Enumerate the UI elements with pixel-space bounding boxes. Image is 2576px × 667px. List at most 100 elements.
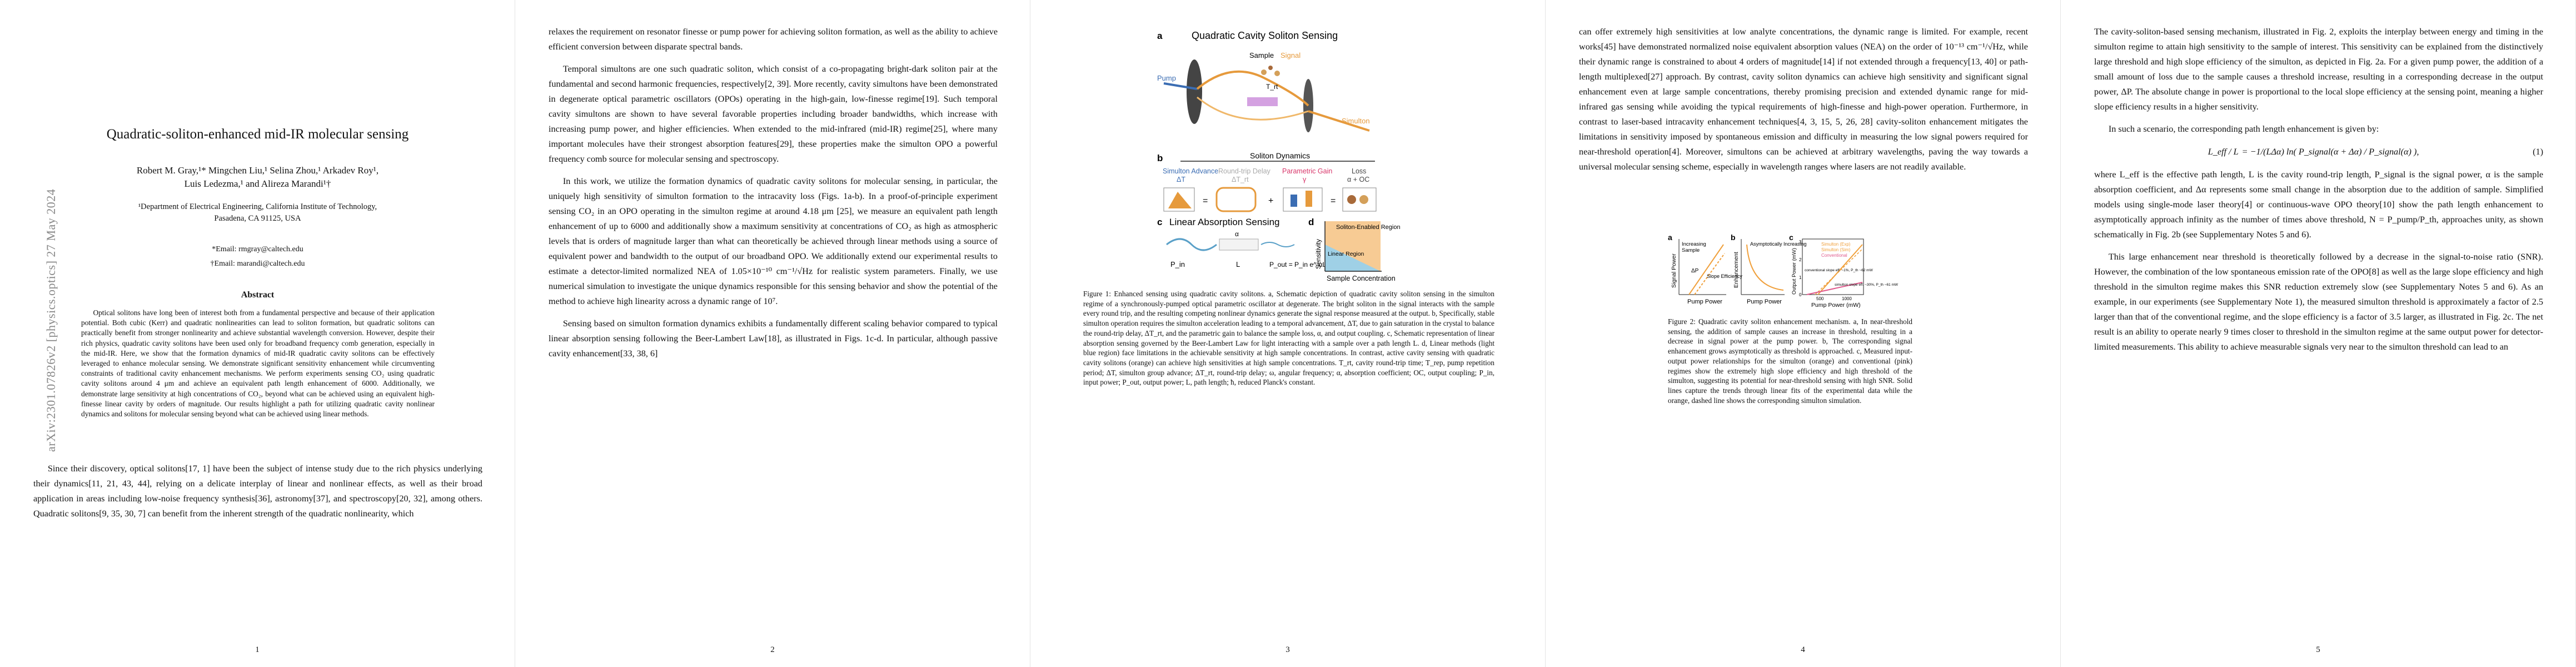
body-paragraph: relaxes the requirement on resonator fin… <box>549 27 998 52</box>
emails: *Email: rmgray@caltech.edu †Email: maran… <box>33 242 482 271</box>
input-wave <box>1166 238 1217 251</box>
molecule-icon <box>1261 69 1267 75</box>
gain-label: Parametric Gain <box>1282 167 1332 175</box>
figure-2: a Increasing Sample ΔP Slope Efficiency … <box>1668 233 1899 308</box>
figure-1c-title: Linear Absorption Sensing <box>1169 217 1279 227</box>
figure-1-caption: Figure 1: Enhanced sensing using quadrat… <box>1083 289 1494 387</box>
alpha-label: α <box>1235 230 1239 238</box>
y-tick: 1 <box>1799 275 1802 280</box>
sample-label: Sample <box>1249 51 1274 59</box>
y-tick: 0 <box>1799 292 1802 297</box>
body-paragraph: where L_eff is the effective path length… <box>2094 170 2543 240</box>
annotation-conventional: conventional slope eff. ~1%, P_th ~62 mW <box>1805 268 1874 272</box>
caption-text: Figure 2: Quadratic cavity soliton enhan… <box>1668 317 1912 405</box>
advance-symbol: ΔT <box>1177 176 1185 183</box>
molecule-icon <box>1347 195 1356 204</box>
page-number: 4 <box>1801 645 1805 654</box>
enhancement-curve <box>1746 244 1784 291</box>
sample-label: Sample <box>1682 247 1700 253</box>
panel-label-b: b <box>1731 233 1736 242</box>
sensitivity-axis-label: Sensitivity <box>1314 239 1322 269</box>
delta-p-label: ΔP <box>1691 268 1699 274</box>
output-wave <box>1260 242 1295 247</box>
linear-region-label: Linear Region <box>1328 251 1364 257</box>
plot-frame-c <box>1802 238 1864 295</box>
advance-pulse <box>1168 192 1192 208</box>
increasing-label: Increasing <box>1682 241 1706 247</box>
signal-label: Signal <box>1280 51 1301 59</box>
equals-sign: = <box>1331 196 1336 206</box>
molecule-icon <box>1268 66 1273 70</box>
panel-label-a: a <box>1668 233 1672 242</box>
output-beam <box>1308 110 1370 132</box>
body-paragraph: The cavity-soliton-based sensing mechani… <box>2094 27 2543 112</box>
soliton-dynamics-label: Soliton Dynamics <box>1250 151 1310 160</box>
conventional-line <box>1806 282 1863 295</box>
abstract-heading: Abstract <box>241 290 275 300</box>
y-tick: 3 <box>1799 240 1802 245</box>
affiliation: ¹Department of Electrical Engineering, C… <box>33 201 482 225</box>
roundtrip-loop <box>1215 187 1257 212</box>
loss-symbol: α + OC <box>1347 176 1369 183</box>
y-axis-label-b: Enhancement <box>1733 252 1740 288</box>
length-label: L <box>1236 260 1240 268</box>
caption-text: Figure 1: Enhanced sensing using quadrat… <box>1083 290 1494 387</box>
page-1: arXiv:2301.07826v2 [physics.optics] 27 M… <box>0 0 515 667</box>
equation-lhs: L_eff / L <box>2208 147 2239 157</box>
paper-title: Quadratic-soliton-enhanced mid-IR molecu… <box>106 127 409 142</box>
figure-1: a Quadratic Cavity Soliton Sensing Pump … <box>1157 30 1401 282</box>
y-tick: 2 <box>1799 257 1802 262</box>
page1-body: Since their discovery, optical solitons[… <box>33 461 482 521</box>
asymptotic-label: Asymptotically Increasing <box>1750 241 1807 247</box>
gain-box <box>1283 187 1323 212</box>
gain-bar <box>1291 195 1297 207</box>
pout-label: P_out = P_in e^-αL <box>1269 261 1327 268</box>
gain-symbol: γ <box>1303 176 1307 183</box>
loss-label: Loss <box>1352 167 1366 175</box>
enabled-region-label: Soliton-Enabled Region <box>1336 224 1401 231</box>
author-list: Robert M. Gray,¹* Mingchen Liu,¹ Selina … <box>33 164 482 191</box>
annotation-simulton: simulton slope eff. ~30%, P_th ~61 mW <box>1835 283 1899 287</box>
equation-1: L_eff / L = −1/(LΔα) ln( P_signal(α + Δα… <box>2094 145 2543 160</box>
page4-body: can offer extremely high sensitivities a… <box>1579 24 2028 175</box>
body-paragraph: Temporal simultons are one such quadrati… <box>549 64 998 164</box>
concentration-axis-label: Sample Concentration <box>1327 275 1396 282</box>
body-paragraph: In such a scenario, the corresponding pa… <box>2108 124 2379 134</box>
abstract: Optical solitons have long been of inter… <box>81 308 435 419</box>
linear-region <box>1325 245 1381 271</box>
panel-label-c: c <box>1157 217 1162 227</box>
panel-label-a: a <box>1157 31 1163 41</box>
body-paragraph: can offer extremely high sensitivities a… <box>1579 27 2028 172</box>
advance-label: Simulton Advance <box>1163 167 1218 175</box>
page-4: can offer extremely high sensitivities a… <box>1546 0 2061 667</box>
page-number: 1 <box>255 645 260 654</box>
legend-conventional: Conventional <box>1821 253 1847 258</box>
figure-1a-title: Quadratic Cavity Soliton Sensing <box>1192 30 1338 41</box>
pin-label: P_in <box>1170 260 1185 268</box>
y-axis-label-c: Output Power (mW) <box>1791 248 1797 295</box>
absorption-cell <box>1219 238 1259 251</box>
molecule-icon <box>1274 71 1280 76</box>
legend-simulton-sim: Simulton (Sim) <box>1821 247 1851 252</box>
figure-2-caption: Figure 2: Quadratic cavity soliton enhan… <box>1668 317 1912 405</box>
page-number: 3 <box>1285 645 1290 654</box>
signal-curve-sample <box>1694 253 1725 295</box>
legend-simulton-exp: Simulton (Exp) <box>1821 242 1851 247</box>
page5-body: The cavity-soliton-based sensing mechani… <box>2094 24 2543 355</box>
signal-curve <box>1688 244 1724 295</box>
crystal <box>1247 97 1278 106</box>
email-2[interactable]: †Email: marandi@caltech.edu <box>210 260 305 268</box>
plus-sign: + <box>1268 196 1273 206</box>
affiliation-line-2: Pasadena, CA 91125, USA <box>214 214 301 223</box>
email-1[interactable]: *Email: rmgray@caltech.edu <box>212 245 303 253</box>
roundtrip-label: Round-trip Delay <box>1218 167 1271 175</box>
pump-label: Pump <box>1157 74 1176 82</box>
body-paragraph: This large enhancement near threshold is… <box>2094 252 2543 352</box>
trt-label: T_rt <box>1266 83 1278 91</box>
simulton-sim-line <box>1815 248 1863 295</box>
page-number: 5 <box>2316 645 2320 654</box>
affiliation-line-1: ¹Department of Electrical Engineering, C… <box>138 202 377 211</box>
x-axis-label-b: Pump Power <box>1747 298 1782 305</box>
return-beam <box>1197 96 1309 121</box>
x-tick: 1000 <box>1842 296 1852 301</box>
